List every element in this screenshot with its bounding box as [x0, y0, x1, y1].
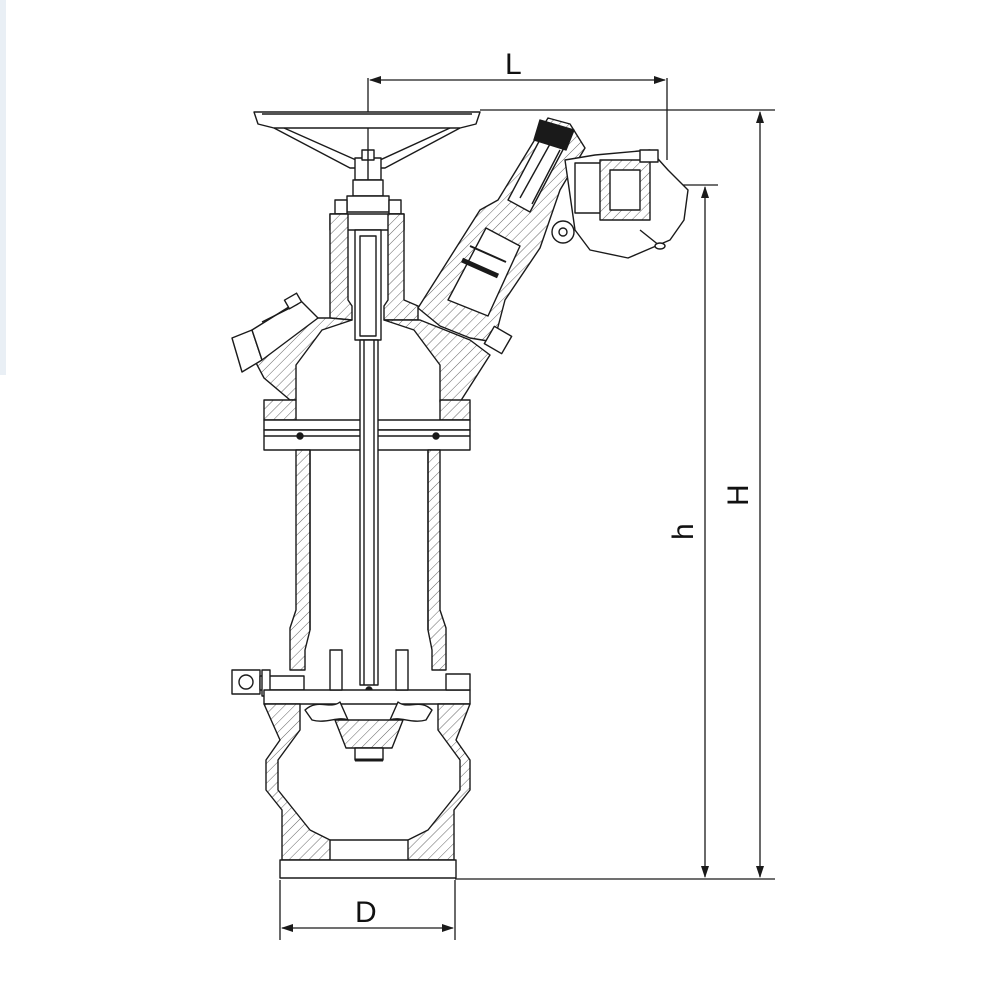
handwheel [253, 111, 481, 181]
hydrant-body [231, 111, 689, 879]
shoe [263, 703, 471, 879]
lower-valve [263, 649, 471, 762]
dim-label-D: D [355, 896, 377, 929]
barrel [289, 449, 447, 671]
left-edge-strip [0, 0, 6, 375]
dim-label-H: H [722, 484, 755, 506]
dimension-lines [279, 76, 775, 940]
discharge-outlet [417, 117, 586, 355]
drain-plug [231, 669, 305, 697]
dim-label-h: h [667, 523, 700, 540]
dim-label-L: L [505, 48, 522, 81]
bonnet-casing [329, 213, 419, 321]
stem [354, 229, 382, 694]
coupling-head [551, 149, 689, 259]
